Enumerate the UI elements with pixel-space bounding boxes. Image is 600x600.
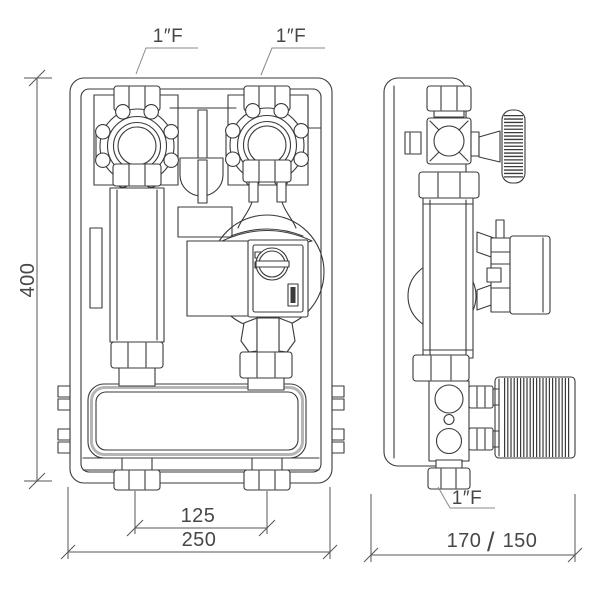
side-view (383, 77, 576, 490)
front-view (57, 77, 345, 491)
port-top-right-label: 1″F (276, 26, 306, 47)
insulated-pipe-column (109, 187, 165, 343)
pump-side-profile (476, 219, 551, 315)
dim-depth-separator-text: / (487, 527, 495, 557)
union-nut (112, 163, 162, 187)
union-nut (427, 467, 471, 490)
union-nut (239, 351, 293, 379)
bottom-connections (113, 457, 291, 491)
handwheel-knob (501, 109, 526, 184)
union-nut (243, 469, 291, 491)
dimension-port-spacing-125: 125 (126, 491, 276, 537)
bleed-screw (495, 219, 505, 239)
union-nut (110, 341, 164, 369)
dimension-height-400: 400 (17, 69, 52, 490)
front-right-line (186, 85, 313, 391)
pump-motor-side (509, 235, 551, 315)
dim-depth-secondary-text: 150 (503, 530, 538, 552)
dimension-width-250: 250 (60, 487, 338, 560)
bypass-valve-detail (177, 109, 233, 238)
manifold-insulation-box (87, 383, 307, 459)
mounting-clips (57, 385, 345, 454)
dim-height-text: 400 (17, 263, 39, 298)
mixing-valve-block (428, 380, 500, 462)
side-valve-with-handwheel (404, 109, 526, 184)
pipe-bracket-left (89, 227, 103, 309)
port-labels: 1″F 1″F 1″F (135, 26, 495, 509)
dim-depth-primary-text: 170 (447, 530, 482, 552)
port-side-bottom-label: 1″F (452, 488, 482, 509)
pump-motor-body (186, 240, 250, 317)
dim-port-spacing-text: 125 (181, 505, 216, 527)
insulated-pipe-side (422, 197, 474, 359)
union-nut (242, 159, 292, 183)
pump (186, 239, 309, 318)
pump-speed-dial (254, 247, 290, 281)
union-nut (412, 354, 470, 382)
union-nut (113, 469, 161, 491)
dim-width-text: 250 (182, 529, 217, 551)
union-nut (418, 171, 480, 199)
front-shell-inner-contour (80, 88, 322, 473)
dimension-depth-170-150: 170 / 150 (363, 494, 583, 563)
finned-actuator (494, 376, 576, 459)
port-top-left-label: 1″F (153, 26, 183, 47)
union-nut (426, 85, 472, 112)
front-left-line (95, 85, 179, 387)
